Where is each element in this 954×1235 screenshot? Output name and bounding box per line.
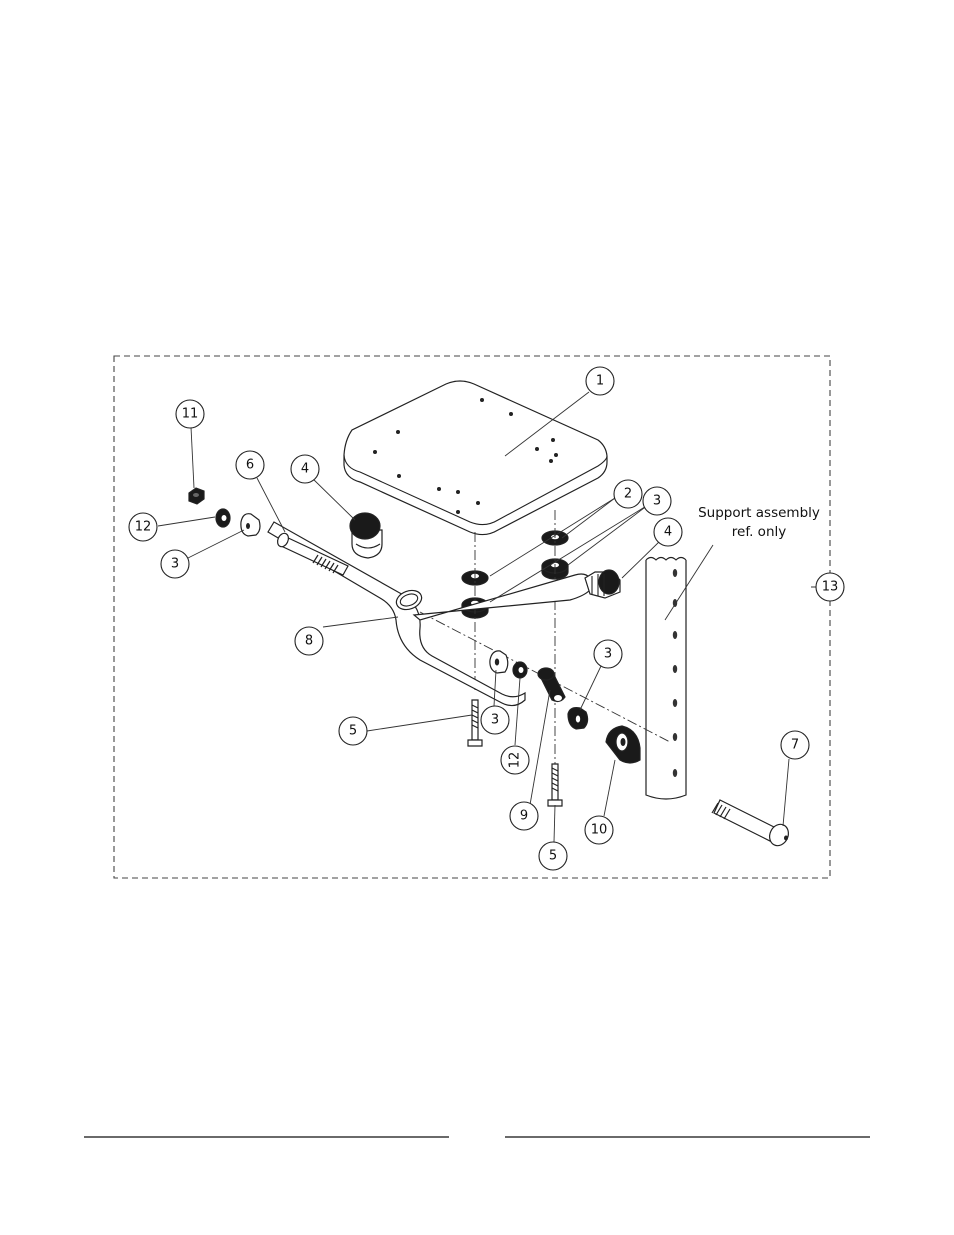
callout-7: 7 bbox=[781, 731, 809, 759]
callout-4-lower: 4 bbox=[654, 518, 682, 546]
callout-13: 13 bbox=[816, 573, 844, 601]
spacer-3-center bbox=[490, 651, 508, 673]
callout-6-label: 6 bbox=[246, 458, 254, 473]
callout-5-left-label: 5 bbox=[349, 724, 357, 739]
nut-11 bbox=[189, 488, 204, 504]
callout-3-left-label: 3 bbox=[171, 557, 179, 572]
callout-2-label: 2 bbox=[624, 487, 632, 502]
callout-12-center: 12 bbox=[501, 746, 529, 774]
callout-10-label: 10 bbox=[591, 823, 608, 838]
callout-11-label: 11 bbox=[182, 407, 199, 422]
callout-1: 1 bbox=[586, 367, 614, 395]
washer-12-center bbox=[513, 662, 527, 678]
callout-4-upper: 4 bbox=[291, 455, 319, 483]
support-note-line2: ref. only bbox=[732, 524, 786, 540]
callout-5-bottom: 5 bbox=[539, 842, 567, 870]
bumper-4-lower bbox=[585, 570, 620, 598]
callout-3-upper-label: 3 bbox=[653, 494, 661, 509]
callout-3-upper: 3 bbox=[643, 487, 671, 515]
callout-3-right-label: 3 bbox=[604, 647, 612, 662]
callout-12-center-label: 12 bbox=[508, 752, 523, 769]
callout-3-center-label: 3 bbox=[491, 713, 499, 728]
screw-5-left bbox=[468, 700, 482, 746]
washer-12-left bbox=[216, 509, 230, 527]
support-tube bbox=[646, 558, 686, 800]
sleeve-9 bbox=[538, 668, 565, 701]
callout-6: 6 bbox=[236, 451, 264, 479]
support-note-line1: Support assembly bbox=[698, 505, 820, 521]
callout-12-left-label: 12 bbox=[135, 520, 152, 535]
spacer-3-left bbox=[241, 514, 260, 536]
screw-5-right bbox=[548, 764, 562, 806]
callout-10: 10 bbox=[585, 816, 613, 844]
callout-3-left: 3 bbox=[161, 550, 189, 578]
callout-13-label: 13 bbox=[822, 580, 839, 595]
spacer-3-right bbox=[568, 708, 588, 729]
callout-9: 9 bbox=[510, 802, 538, 830]
callout-12-left: 12 bbox=[129, 513, 157, 541]
callout-3-center: 3 bbox=[481, 706, 509, 734]
callout-4-upper-label: 4 bbox=[301, 462, 309, 477]
callout-4-lower-label: 4 bbox=[664, 525, 672, 540]
callout-1-label: 1 bbox=[596, 374, 604, 389]
bolt-6 bbox=[276, 532, 348, 575]
callout-3-right: 3 bbox=[594, 640, 622, 668]
callout-5-left: 5 bbox=[339, 717, 367, 745]
callout-5-bottom-label: 5 bbox=[549, 849, 557, 864]
clamp-10 bbox=[606, 726, 640, 763]
callout-11: 11 bbox=[176, 400, 204, 428]
bolt-7 bbox=[712, 800, 792, 849]
callout-8: 8 bbox=[295, 627, 323, 655]
footplate bbox=[344, 381, 607, 535]
callout-2: 2 bbox=[614, 480, 642, 508]
callout-7-label: 7 bbox=[791, 738, 799, 753]
callout-9-label: 9 bbox=[520, 809, 528, 824]
callout-8-label: 8 bbox=[305, 634, 313, 649]
